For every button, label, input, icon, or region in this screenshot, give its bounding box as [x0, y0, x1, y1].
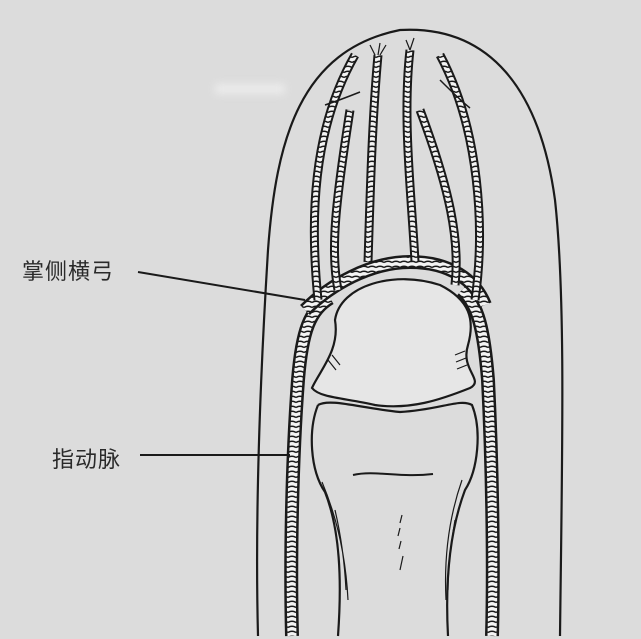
label-palmar-transverse-arch: 掌侧横弓: [22, 260, 115, 285]
digital-artery-right: [456, 284, 500, 637]
distal-arterial-branches: [309, 37, 484, 301]
digital-artery-left: [284, 291, 334, 637]
finger-outline: [256, 28, 564, 637]
photo-glare: [215, 84, 285, 94]
label-digital-artery: 指动脉: [52, 448, 122, 473]
distal-phalanx: [310, 278, 476, 408]
palmar-transverse-arch: [300, 254, 492, 316]
leader-palmar-arch: [137, 271, 306, 301]
